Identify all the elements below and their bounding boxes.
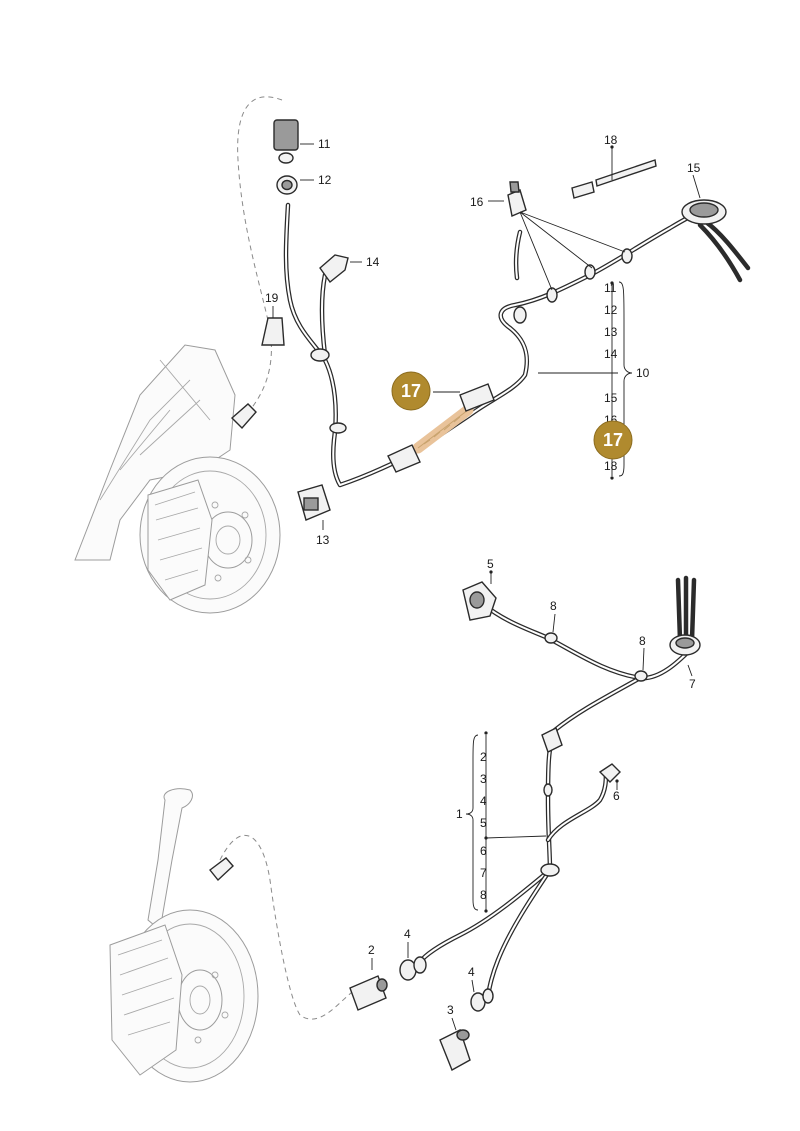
holder-17b [459, 383, 495, 412]
callout-11-list: 11 [604, 281, 617, 295]
front-brake-assembly-ghost [74, 344, 281, 614]
clip-8b [634, 670, 648, 682]
elbow-connector [541, 727, 563, 753]
callout-5-list: 5 [480, 816, 487, 830]
leader-lines [272, 143, 701, 1031]
callout-1: 1 [456, 807, 463, 821]
callout-3-list: 3 [480, 772, 487, 786]
sensor-ghost-upper [230, 403, 257, 430]
clips-harness-lower [540, 783, 560, 877]
connector-4a [399, 956, 427, 981]
upper-wiring-harness [283, 202, 751, 488]
sensor-plug-11 [273, 119, 299, 164]
bracket-19 [261, 317, 285, 346]
rear-brake-assembly-ghost [109, 788, 259, 1083]
connector-4b [470, 988, 494, 1012]
callout-4-lower-a: 4 [404, 927, 411, 941]
callout-18-list: 18 [604, 459, 618, 473]
holder-17a [387, 444, 421, 473]
grommet-7 [669, 634, 701, 656]
callout-8-b: 8 [639, 634, 646, 648]
callout-15-list: 15 [604, 391, 618, 405]
callout-14-upper: 14 [366, 255, 380, 269]
clip-16 [507, 181, 527, 217]
callout-2-lower: 2 [368, 943, 375, 957]
sensor-2 [349, 975, 388, 1011]
cable-ties [513, 248, 633, 324]
badge-17-label-diagram: 17 [401, 381, 421, 401]
connector-5 [462, 581, 497, 621]
callout-labels: 11 12 14 19 13 18 15 16 11 12 13 14 10 1… [265, 133, 701, 1017]
callout-7-upper: 7 [689, 677, 696, 691]
callout-14-list: 14 [604, 347, 618, 361]
callout-10: 10 [636, 366, 650, 380]
badge-17-label-list: 17 [603, 430, 623, 450]
callout-5-upper: 5 [487, 557, 494, 571]
cable-tie-18 [571, 159, 657, 199]
highlight-badge-17-list[interactable]: 17 [593, 420, 633, 460]
clip-13a [310, 348, 347, 434]
callout-11-upper: 11 [318, 137, 331, 151]
dashed-route-lower [219, 835, 356, 1020]
callout-6-upper: 6 [613, 789, 620, 803]
callout-8-list: 8 [480, 888, 487, 902]
dashed-route-upper [237, 96, 283, 411]
connector-14 [319, 254, 349, 284]
callout-13-list: 13 [604, 325, 618, 339]
callout-4-lower-b: 4 [468, 965, 475, 979]
highlight-badge-17-diagram[interactable]: 17 [391, 371, 431, 411]
callout-3-lower: 3 [447, 1003, 454, 1017]
callout-19: 19 [265, 291, 279, 305]
callout-16-upper: 16 [470, 195, 484, 209]
connector-13 [297, 484, 331, 521]
callout-15-upper: 15 [687, 161, 701, 175]
sensor-ghost-lower [209, 857, 234, 882]
clip-8a [544, 632, 558, 644]
callout-12-upper: 12 [318, 173, 332, 187]
callout-7-list: 7 [480, 866, 487, 880]
connector-3 [439, 1029, 471, 1071]
callout-12-list: 12 [604, 303, 618, 317]
grommet-12 [276, 175, 298, 195]
connector-6 [598, 763, 621, 783]
callout-2-list: 2 [480, 750, 487, 764]
callout-4-list: 4 [480, 794, 487, 808]
lower-wiring-harness [417, 575, 697, 998]
callout-8-a: 8 [550, 599, 557, 613]
callout-18-upper: 18 [604, 133, 618, 147]
callout-6-list: 6 [480, 844, 487, 858]
callout-13-upper: 13 [316, 533, 330, 547]
grommet-15 [681, 199, 727, 225]
